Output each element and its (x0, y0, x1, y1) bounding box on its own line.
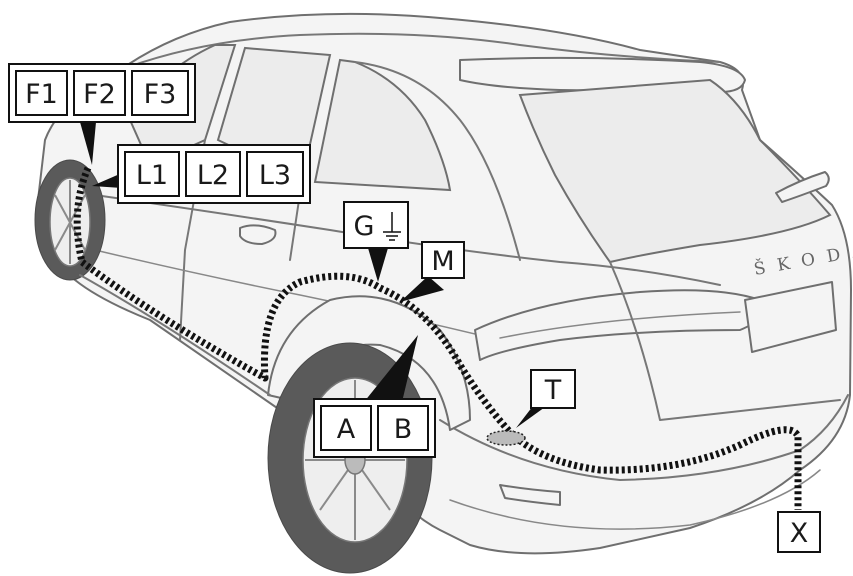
trailer-socket-marker (486, 430, 526, 446)
pointer-g (368, 248, 388, 282)
front-wheel (34, 159, 106, 281)
label-box-l3 (246, 151, 304, 197)
tailgate-edge (609, 261, 841, 421)
label-box-t (530, 369, 576, 409)
pointer-ab (364, 335, 418, 402)
fuse-label-group: F1 F2 F3 (8, 63, 196, 123)
light-label-group: L1 L2 L3 (117, 144, 311, 204)
pointer-l (92, 173, 122, 188)
pointer-f (80, 122, 96, 165)
reflector (499, 484, 561, 506)
label-g: G (354, 211, 375, 242)
beltline (59, 189, 721, 286)
ground-label-group: G (343, 201, 409, 249)
label-box-a (320, 405, 372, 451)
pointer-m (400, 276, 444, 302)
label-box-l2 (185, 151, 241, 197)
label-l2: L2 (197, 160, 229, 191)
label-box-f2 (73, 70, 126, 116)
label-f3: F3 (144, 79, 177, 110)
door-handle (239, 224, 277, 245)
ground-symbol-icon (383, 212, 401, 241)
label-x: X (790, 518, 809, 549)
label-l3: L3 (259, 160, 291, 191)
label-box-l1 (124, 151, 180, 197)
label-box-f1 (15, 70, 68, 116)
label-box-x (777, 511, 821, 553)
taillight-detail (499, 311, 741, 339)
label-box-m (421, 241, 465, 279)
ab-label-group: A B (313, 398, 436, 458)
label-b: B (394, 414, 413, 445)
number-plate (744, 281, 837, 353)
label-f1: F1 (25, 79, 58, 110)
label-box-g (343, 201, 409, 249)
wiring-harness-cable (73, 166, 802, 510)
rear-bumper (439, 394, 849, 481)
label-box-f3 (131, 70, 189, 116)
bumper-lower (449, 469, 821, 530)
side-crease (94, 249, 521, 346)
side-sill (79, 274, 271, 396)
label-box-b (377, 405, 429, 451)
label-l1: L1 (136, 160, 168, 191)
label-f2: F2 (83, 79, 116, 110)
roof-line (119, 32, 721, 71)
tailgate-handle (775, 171, 830, 203)
label-m: M (431, 246, 454, 277)
rear-window (518, 78, 832, 264)
c-pillar (354, 61, 521, 261)
label-a: A (337, 414, 356, 445)
label-t: T (544, 375, 562, 406)
side-window-rear (313, 58, 452, 192)
